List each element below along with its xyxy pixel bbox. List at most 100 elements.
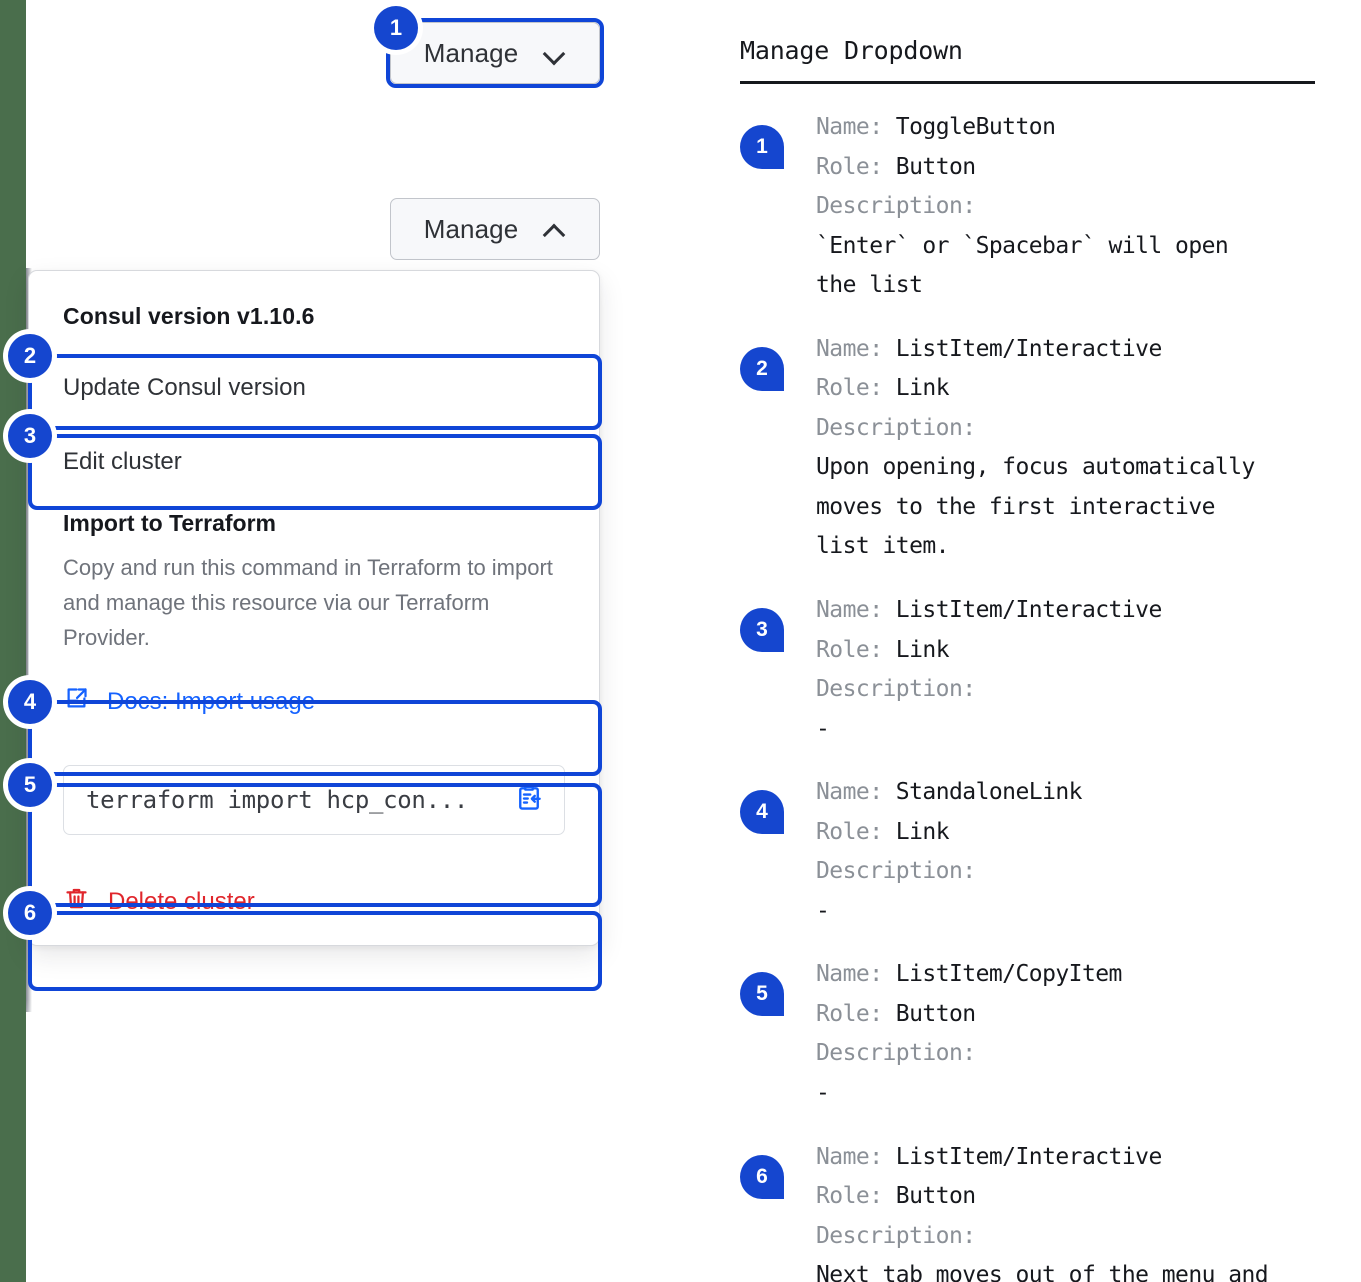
legend-name-label-row: Name: ListItem/Interactive xyxy=(816,330,1255,370)
dropdown-demo-column: Manage Manage Consul version v1.10.6 Upd… xyxy=(0,0,706,1282)
legend-role-label-row: Role: Link xyxy=(816,369,1255,409)
manage-button-label-2: Manage xyxy=(423,213,519,244)
legend-badge-wrap: 3 xyxy=(740,591,798,749)
menu-item-label: Update Consul version xyxy=(63,374,306,401)
legend-description-value: Upon opening, focus automatically moves … xyxy=(816,454,1255,560)
manage-dropdown-panel: Consul version v1.10.6 Update Consul ver… xyxy=(28,270,600,947)
docs-import-usage-link[interactable]: Docs: Import usage xyxy=(29,661,599,743)
chevron-down-icon xyxy=(544,42,566,64)
copy-to-clipboard-icon[interactable] xyxy=(514,783,544,818)
legend-description-label: Description: xyxy=(816,676,976,703)
legend-role-value: Button xyxy=(895,1183,976,1210)
legend-name-value: StandaloneLink xyxy=(895,779,1083,806)
legend-badge-wrap: 1 xyxy=(740,108,798,306)
page-edge-strip xyxy=(0,0,26,1282)
import-to-terraform-block: Import to Terraform Copy and run this co… xyxy=(29,500,599,661)
legend-description-label: Description: xyxy=(816,193,976,220)
legend-name-label-row: Name: ToggleButton xyxy=(816,108,1228,148)
legend-role-label: Role: xyxy=(816,375,896,402)
import-terraform-title: Import to Terraform xyxy=(63,510,276,536)
consul-version-heading: Consul version v1.10.6 xyxy=(63,303,315,329)
legend-role-value: Link xyxy=(895,636,950,663)
legend-role-label: Role: xyxy=(816,818,896,845)
legend-badge-4: 4 xyxy=(740,790,784,835)
legend-role-value: Link xyxy=(895,818,950,845)
legend-name-label-row: Name: StandaloneLink xyxy=(816,773,1083,813)
legend-badge-3: 3 xyxy=(740,608,784,653)
legend-description-label-row: Description: xyxy=(816,409,1255,449)
legend-description-label-row: Description: xyxy=(816,1217,1268,1257)
annotation-marker-2: 2 xyxy=(8,334,52,378)
legend-name-value: ToggleButton xyxy=(895,114,1056,140)
legend-badge-5: 5 xyxy=(740,972,784,1017)
legend-name-label-row: Name: ListItem/CopyItem xyxy=(816,955,1122,995)
legend-title: Manage Dropdown xyxy=(740,36,963,65)
legend-role-label: Role: xyxy=(816,1000,896,1027)
legend-name-label: Name: xyxy=(816,114,896,140)
docs-link-label: Docs: Import usage xyxy=(107,688,316,716)
terraform-command-row: terraform import hcp_con... xyxy=(29,743,599,861)
terraform-command-field[interactable]: terraform import hcp_con... xyxy=(63,765,565,836)
legend-name-value: ListItem/Interactive xyxy=(895,335,1163,362)
menu-item-delete-cluster[interactable]: Delete cluster xyxy=(29,861,599,945)
annotation-marker-6: 6 xyxy=(8,891,52,935)
legend-badge-wrap: 4 xyxy=(740,773,798,931)
trash-icon xyxy=(63,885,90,919)
legend-name-label: Name: xyxy=(816,597,896,624)
terraform-command-text: terraform import hcp_con... xyxy=(86,786,469,815)
legend-name-label: Name: xyxy=(816,779,896,806)
legend-description-value: `Enter` or `Spacebar` will open the list xyxy=(816,232,1229,299)
legend-description-value: - xyxy=(816,897,830,924)
legend-name-label-row: Name: ListItem/Interactive xyxy=(816,1138,1268,1178)
legend-role-value: Button xyxy=(895,1000,976,1027)
import-terraform-description: Copy and run this command in Terraform t… xyxy=(63,555,553,650)
legend-role-label-row: Role: Button xyxy=(816,148,1228,188)
legend-name-value: ListItem/Interactive xyxy=(895,1143,1163,1170)
legend-description-label: Description: xyxy=(816,1222,976,1249)
legend-description-value: - xyxy=(816,715,830,742)
legend-role-label-row: Role: Link xyxy=(816,813,1082,853)
legend-badge-1: 1 xyxy=(740,125,784,169)
legend-description-value: - xyxy=(816,1080,830,1107)
legend-description-label-row: Description: xyxy=(816,187,1228,227)
chevron-up-icon xyxy=(544,218,566,240)
legend-description-label: Description: xyxy=(816,414,976,441)
annotation-marker-5: 5 xyxy=(8,763,52,807)
manage-toggle-button-collapsed[interactable]: Manage xyxy=(390,22,600,84)
menu-item-update-consul-version[interactable]: Update Consul version xyxy=(29,352,599,426)
legend-name-label: Name: xyxy=(816,961,896,988)
legend-role-label: Role: xyxy=(816,153,896,180)
menu-item-edit-cluster[interactable]: Edit cluster xyxy=(29,426,599,500)
legend-name-value: ListItem/Interactive xyxy=(895,597,1163,624)
legend-description-label: Description: xyxy=(816,1040,976,1067)
manage-button-label: Manage xyxy=(423,37,519,68)
legend-role-value: Link xyxy=(895,375,950,402)
delete-cluster-label: Delete cluster xyxy=(108,888,255,916)
legend-description-label-row: Description: xyxy=(816,1034,1122,1074)
legend-role-label: Role: xyxy=(816,636,896,663)
legend-badge-wrap: 5 xyxy=(740,955,798,1113)
annotation-marker-4: 4 xyxy=(8,680,52,724)
legend-description-value: Next tab moves out of the menu and to th… xyxy=(816,1262,1269,1282)
manage-toggle-button-expanded[interactable]: Manage xyxy=(390,198,600,260)
legend-name-label: Name: xyxy=(816,1143,896,1170)
legend-description-label-row: Description: xyxy=(816,852,1082,892)
legend-name-label: Name: xyxy=(816,335,896,362)
legend-role-label: Role: xyxy=(816,1183,896,1210)
menu-item-label: Edit cluster xyxy=(63,448,182,475)
external-link-docs-icon xyxy=(63,685,90,719)
legend-badge-6: 6 xyxy=(740,1154,784,1199)
legend-role-label-row: Role: Link xyxy=(816,631,1162,671)
legend-role-label-row: Role: Button xyxy=(816,995,1122,1035)
